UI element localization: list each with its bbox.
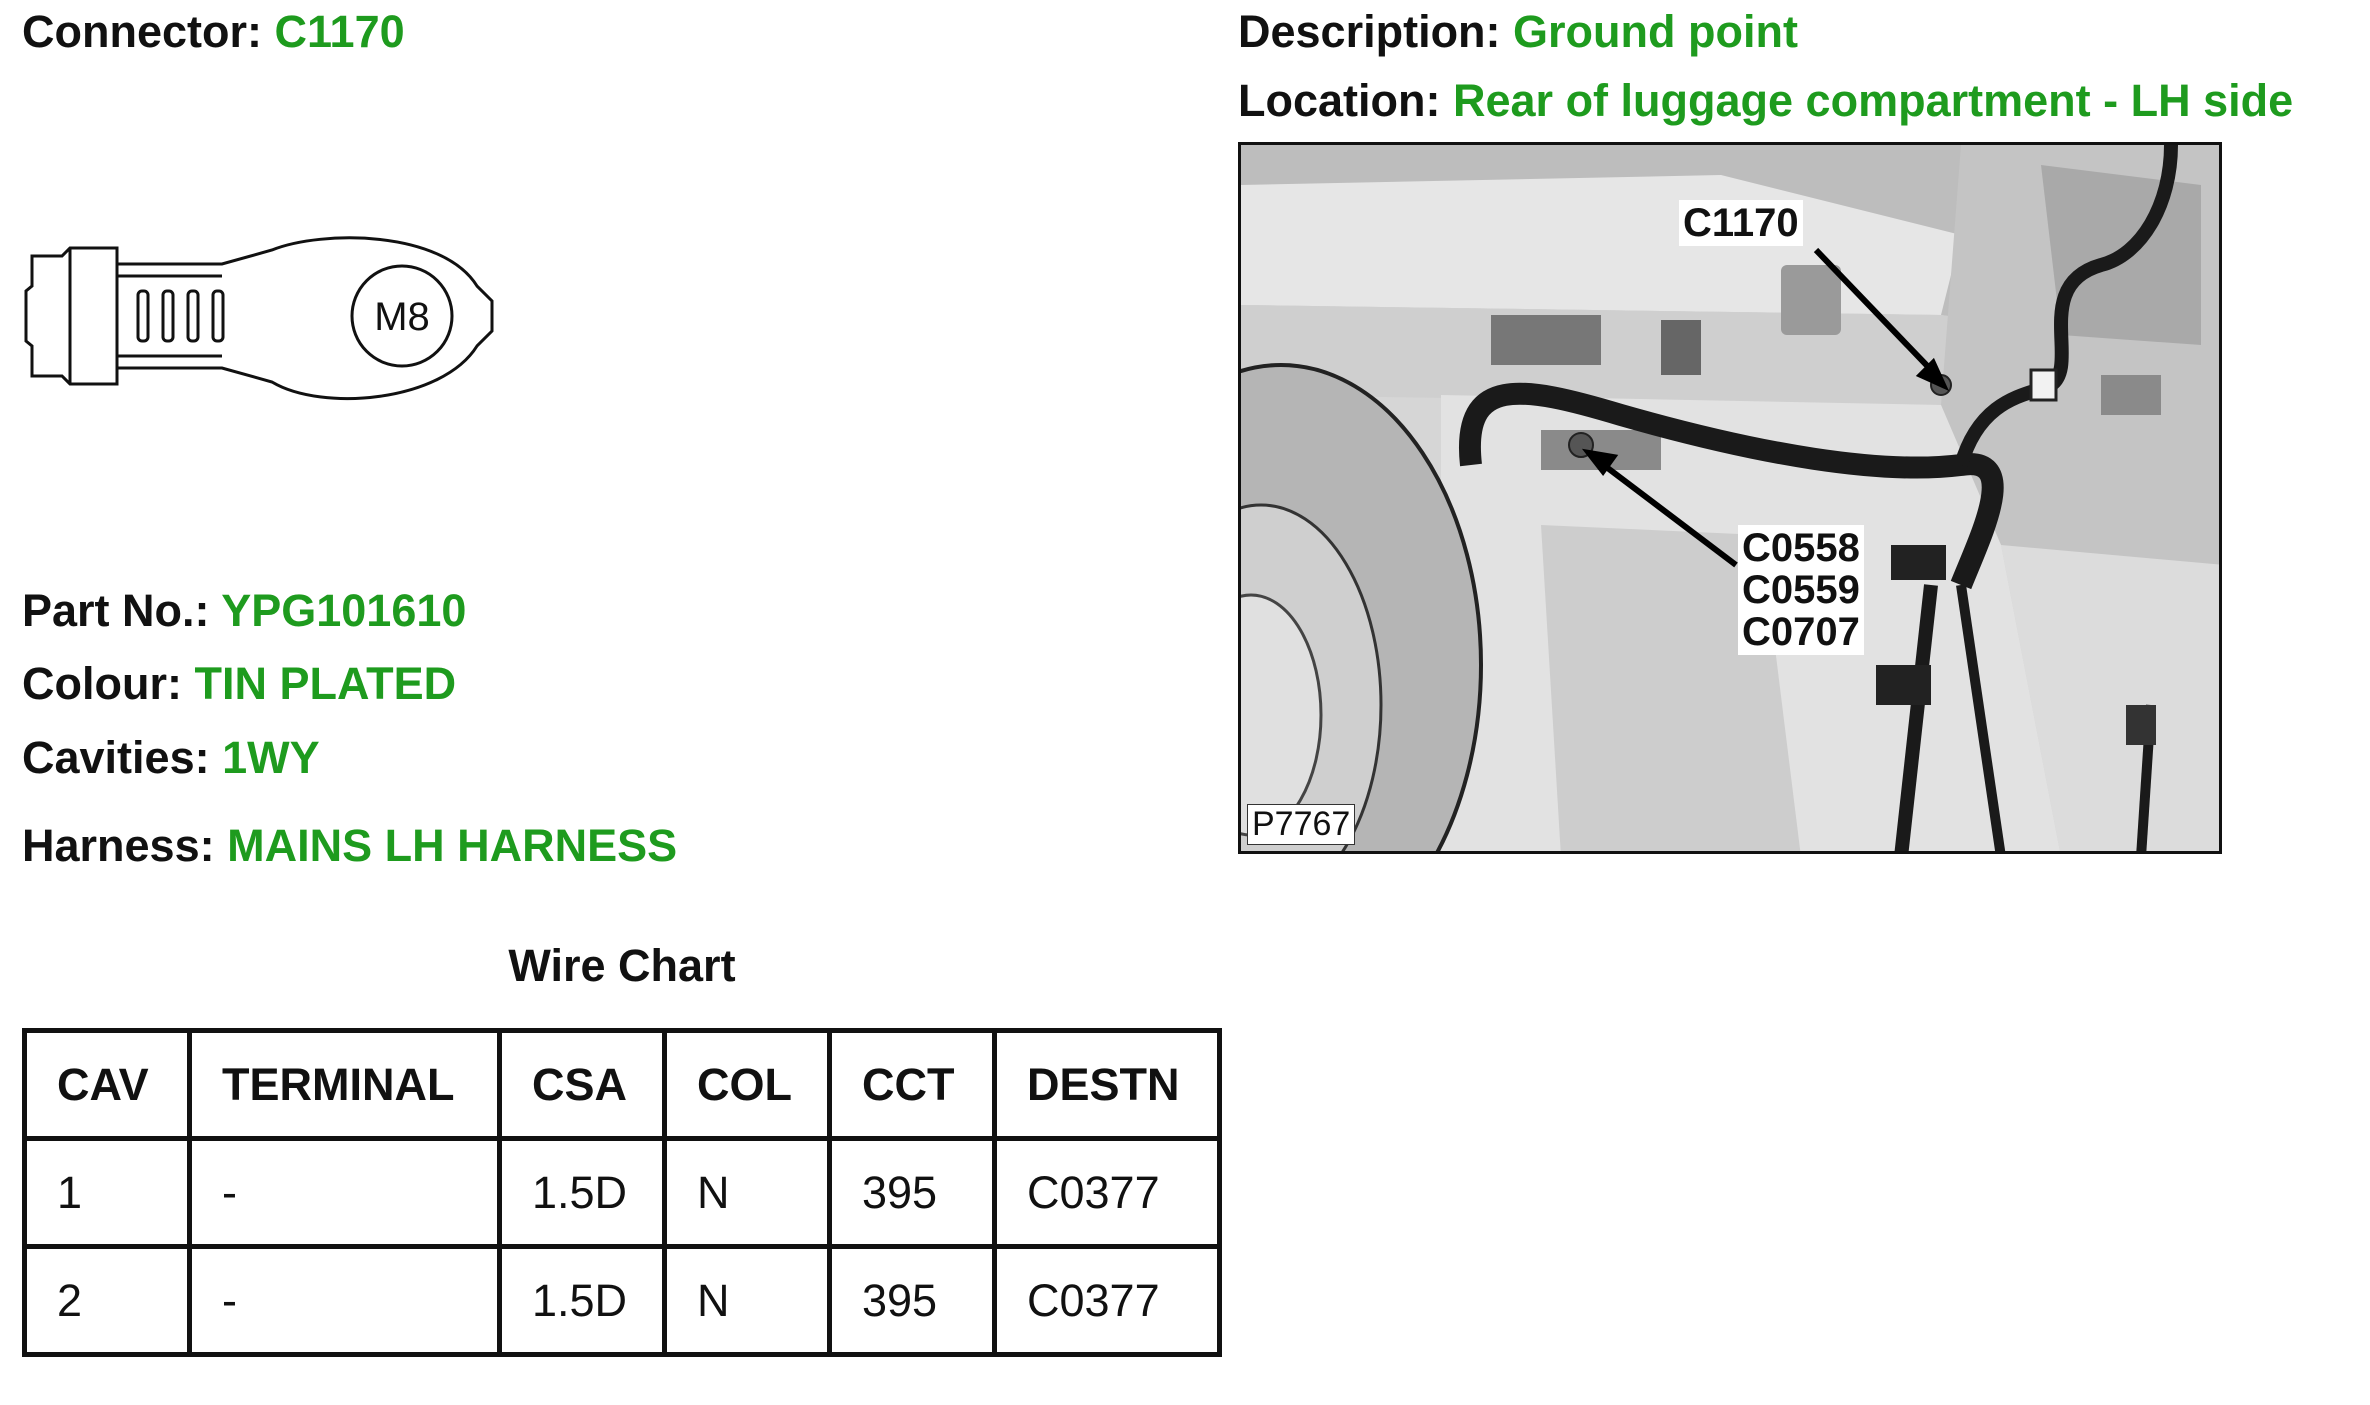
harness-field: Harness: MAINS LH HARNESS <box>22 820 677 872</box>
cell-terminal: - <box>187 1136 502 1249</box>
table-row: 1 - 1.5D N 395 C0377 <box>22 1136 1222 1249</box>
cell-cct: 395 <box>827 1136 997 1249</box>
header-cct: CCT <box>827 1028 997 1141</box>
cell-cav: 1 <box>22 1136 192 1249</box>
header-destn: DESTN <box>992 1028 1222 1141</box>
cell-cav: 2 <box>22 1244 192 1357</box>
callout-item: C0558 <box>1742 526 1860 570</box>
wire-chart-title: Wire Chart <box>508 940 736 991</box>
cell-csa: 1.5D <box>497 1244 667 1357</box>
cavities-value: 1WY <box>222 732 320 783</box>
cavities-label: Cavities: <box>22 732 210 783</box>
colour-field: Colour: TIN PLATED <box>22 658 456 710</box>
location-field: Location: Rear of luggage compartment - … <box>1238 75 2293 127</box>
location-photo: C1170 C0558 C0559 C0707 P7767 <box>1238 142 2222 854</box>
location-value: Rear of luggage compartment - LH side <box>1453 75 2294 126</box>
cell-cct: 395 <box>827 1244 997 1357</box>
part-number-value: YPG101610 <box>221 585 467 636</box>
harness-label: Harness: <box>22 820 215 871</box>
connector-label: Connector: <box>22 6 262 57</box>
cell-col: N <box>662 1244 832 1357</box>
callout-item: C0559 <box>1742 568 1860 612</box>
photo-reference-label: P7767 <box>1247 804 1356 845</box>
header-cav: CAV <box>22 1028 192 1141</box>
callout-item: C0707 <box>1742 610 1860 654</box>
header-terminal: TERMINAL <box>187 1028 502 1141</box>
harness-value: MAINS LH HARNESS <box>227 820 678 871</box>
connector-terminal-drawing: M8 <box>22 236 502 406</box>
header-csa: CSA <box>497 1028 667 1141</box>
wire-chart-table: CAV TERMINAL CSA COL CCT DESTN 1 - 1.5D … <box>22 1028 1222 1357</box>
cell-col: N <box>662 1136 832 1249</box>
luggage-compartment-illustration <box>1241 145 2219 851</box>
cell-destn: C0377 <box>992 1136 1222 1249</box>
cell-csa: 1.5D <box>497 1136 667 1249</box>
table-row: 2 - 1.5D N 395 C0377 <box>22 1244 1222 1357</box>
part-number-field: Part No.: YPG101610 <box>22 585 466 637</box>
description-field: Description: Ground point <box>1238 6 1798 58</box>
connector-field: Connector: C1170 <box>22 6 405 58</box>
callout-c1170: C1170 <box>1679 200 1803 246</box>
colour-value: TIN PLATED <box>194 658 457 709</box>
header-col: COL <box>662 1028 832 1141</box>
wire-chart-header-row: CAV TERMINAL CSA COL CCT DESTN <box>22 1028 1222 1141</box>
connector-value: C1170 <box>274 6 405 57</box>
colour-label: Colour: <box>22 658 182 709</box>
stud-size-label: M8 <box>374 295 430 339</box>
description-value: Ground point <box>1513 6 1798 57</box>
part-number-label: Part No.: <box>22 585 210 636</box>
cavities-field: Cavities: 1WY <box>22 732 320 784</box>
callout-connector-group: C0558 C0559 C0707 <box>1738 525 1864 655</box>
cell-terminal: - <box>187 1244 502 1357</box>
ring-terminal-icon: M8 <box>24 236 494 401</box>
description-label: Description: <box>1238 6 1501 57</box>
cell-destn: C0377 <box>992 1244 1222 1357</box>
location-label: Location: <box>1238 75 1441 126</box>
